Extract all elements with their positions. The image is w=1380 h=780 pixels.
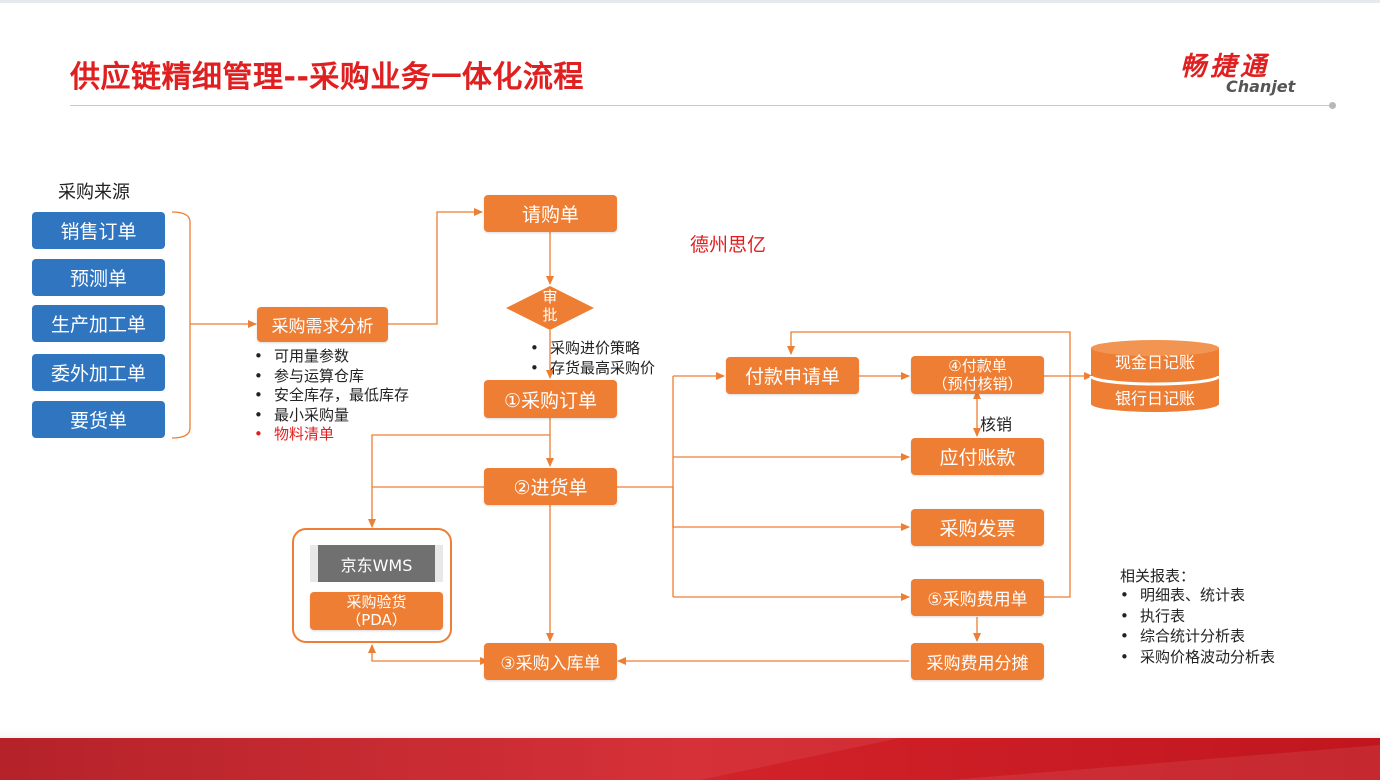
purchase-order-box[interactable]: ①采购订单 — [484, 380, 617, 418]
source-forecast[interactable]: 预测单 — [32, 259, 165, 296]
invoice-box[interactable]: 采购发票 — [911, 509, 1044, 546]
source-bracket — [171, 211, 191, 439]
payable-box[interactable]: 应付账款 — [911, 438, 1044, 475]
analysis-param: 最小采购量 — [254, 406, 409, 426]
source-production-order[interactable]: 生产加工单 — [32, 305, 165, 342]
requisition-box[interactable]: 请购单 — [484, 195, 617, 232]
writeoff-label: 核销 — [980, 415, 1013, 434]
report-item: 综合统计分析表 — [1120, 626, 1275, 647]
analysis-params: 可用量参数 参与运算仓库 安全库存，最低库存 最小采购量 物料清单 — [254, 347, 409, 445]
title-divider — [70, 105, 1332, 106]
expense-box[interactable]: ⑤采购费用单 — [911, 579, 1044, 616]
reports-list: 明细表、统计表 执行表 综合统计分析表 采购价格波动分析表 — [1120, 585, 1275, 667]
page-title: 供应链精细管理--采购业务一体化流程 — [70, 60, 584, 95]
report-item: 执行表 — [1120, 606, 1275, 627]
pda-inspection-box[interactable]: 采购验货 （PDA） — [310, 592, 443, 630]
ledger-database — [1089, 340, 1221, 412]
reports-title: 相关报表： — [1120, 567, 1196, 585]
approval-label-2: 批 — [542, 306, 557, 324]
pda-inspection-line2: （PDA） — [346, 611, 407, 629]
sources-title: 采购来源 — [58, 182, 130, 203]
report-item: 明细表、统计表 — [1120, 585, 1275, 606]
strategy-note: 存货最高采购价 — [530, 359, 655, 379]
payment-line1: ④付款单 — [948, 357, 1007, 375]
source-outsourcing-order[interactable]: 委外加工单 — [32, 354, 165, 391]
brand-logo-cn: 畅捷通 — [1180, 52, 1271, 82]
pda-inspection-line1: 采购验货 — [346, 593, 407, 611]
footer-band — [0, 725, 1380, 780]
source-sales-order[interactable]: 销售订单 — [32, 212, 165, 249]
expense-allocation-box[interactable]: 采购费用分摊 — [911, 643, 1044, 680]
top-border — [0, 0, 1380, 3]
inbound-box[interactable]: ③采购入库单 — [484, 643, 617, 680]
analysis-param-bom: 物料清单 — [254, 425, 409, 445]
demand-analysis-box[interactable]: 采购需求分析 — [257, 307, 388, 342]
goods-receipt-box[interactable]: ②进货单 — [484, 468, 617, 505]
strategy-note: 采购进价策略 — [530, 339, 655, 359]
approval-label-1: 审 — [542, 288, 557, 306]
analysis-param: 可用量参数 — [254, 347, 409, 367]
report-item: 采购价格波动分析表 — [1120, 647, 1275, 668]
approval-diamond — [506, 286, 594, 330]
source-requisition-request[interactable]: 要货单 — [32, 401, 165, 438]
payment-line2: （预付核销） — [932, 375, 1023, 393]
cash-ledger[interactable]: 现金日记账 — [1114, 353, 1195, 372]
brand-logo-en: Chanjet — [1226, 77, 1296, 96]
company-name: 德州思亿 — [690, 234, 767, 256]
analysis-param: 参与运算仓库 — [254, 367, 409, 387]
wms-system-box[interactable]: 京东WMS — [310, 545, 443, 582]
bank-ledger[interactable]: 银行日记账 — [1114, 389, 1195, 408]
analysis-param: 安全库存，最低库存 — [254, 386, 409, 406]
payment-box[interactable]: ④付款单 （预付核销） — [911, 356, 1044, 394]
divider-dot — [1329, 102, 1336, 109]
payment-request-box[interactable]: 付款申请单 — [726, 357, 859, 394]
price-strategy-notes: 采购进价策略 存货最高采购价 — [530, 339, 655, 378]
